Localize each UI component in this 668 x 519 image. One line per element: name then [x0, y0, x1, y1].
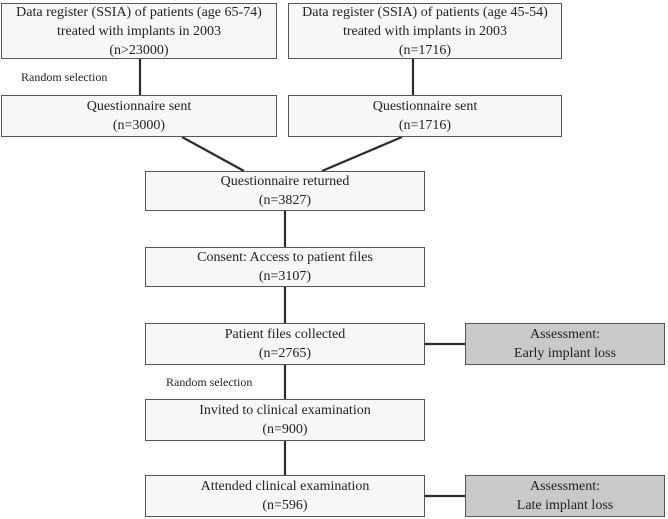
questionnaire-sent-old-label: Questionnaire sent	[86, 99, 192, 114]
invited-clinical-examination-label: Invited to clinical examination	[199, 403, 371, 418]
early-assessment-label: Early implant loss	[514, 346, 616, 361]
register-age-65-74-box: Data register (SSIA) of patients (age 65…	[1, 3, 277, 59]
questionnaire-sent-young-count: (n=1716)	[398, 118, 452, 133]
questionnaire-sent-young-box: Questionnaire sent (n=1716)	[288, 95, 562, 137]
register-age-45-54-line1: Data register (SSIA) of patients (age 45…	[302, 4, 548, 20]
early-assessment-title: Assessment:	[530, 327, 600, 342]
random-selection-note-bottom: Random selection	[166, 375, 253, 389]
register-age-65-74-count: (n>23000)	[109, 42, 169, 58]
patient-files-collected-count: (n=2765)	[258, 346, 312, 361]
random-selection-note-top: Random selection	[21, 70, 108, 84]
questionnaire-sent-young-label: Questionnaire sent	[372, 99, 478, 114]
register-age-45-54-count: (n=1716)	[398, 42, 452, 58]
questionnaire-sent-old-box: Questionnaire sent (n=3000)	[1, 95, 277, 137]
early-implant-loss-assessment-box: Assessment: Early implant loss	[465, 323, 665, 365]
register-age-45-54-line2: treated with implants in 2003	[342, 23, 508, 39]
attended-clinical-examination-box: Attended clinical examination (n=596)	[145, 475, 425, 517]
connector-q-sent-old-to-returned	[181, 136, 245, 172]
questionnaire-sent-old-count: (n=3000)	[112, 118, 166, 133]
invited-clinical-examination-count: (n=900)	[262, 422, 308, 437]
questionnaire-returned-box: Questionnaire returned (n=3827)	[145, 171, 425, 211]
attended-clinical-examination-count: (n=596)	[262, 498, 308, 513]
register-age-65-74-line1: Data register (SSIA) of patients (age 65…	[16, 4, 262, 20]
late-implant-loss-assessment-box: Assessment: Late implant loss	[465, 475, 665, 517]
patient-files-collected-box: Patient files collected (n=2765)	[145, 323, 425, 365]
questionnaire-returned-count: (n=3827)	[258, 193, 312, 208]
register-age-45-54-box: Data register (SSIA) of patients (age 45…	[288, 3, 562, 59]
questionnaire-returned-label: Questionnaire returned	[220, 174, 350, 189]
register-age-65-74-line2: treated with implants in 2003	[56, 23, 222, 39]
consent-count: (n=3107)	[258, 269, 312, 284]
invited-clinical-examination-box: Invited to clinical examination (n=900)	[145, 399, 425, 441]
attended-clinical-examination-label: Attended clinical examination	[200, 479, 370, 494]
late-assessment-title: Assessment:	[530, 479, 600, 494]
connector-q-sent-young-to-returned	[321, 135, 403, 173]
consent-label: Consent: Access to patient files	[197, 250, 373, 265]
patient-files-collected-label: Patient files collected	[224, 327, 346, 342]
consent-box: Consent: Access to patient files (n=3107…	[145, 247, 425, 287]
late-assessment-label: Late implant loss	[516, 498, 614, 513]
